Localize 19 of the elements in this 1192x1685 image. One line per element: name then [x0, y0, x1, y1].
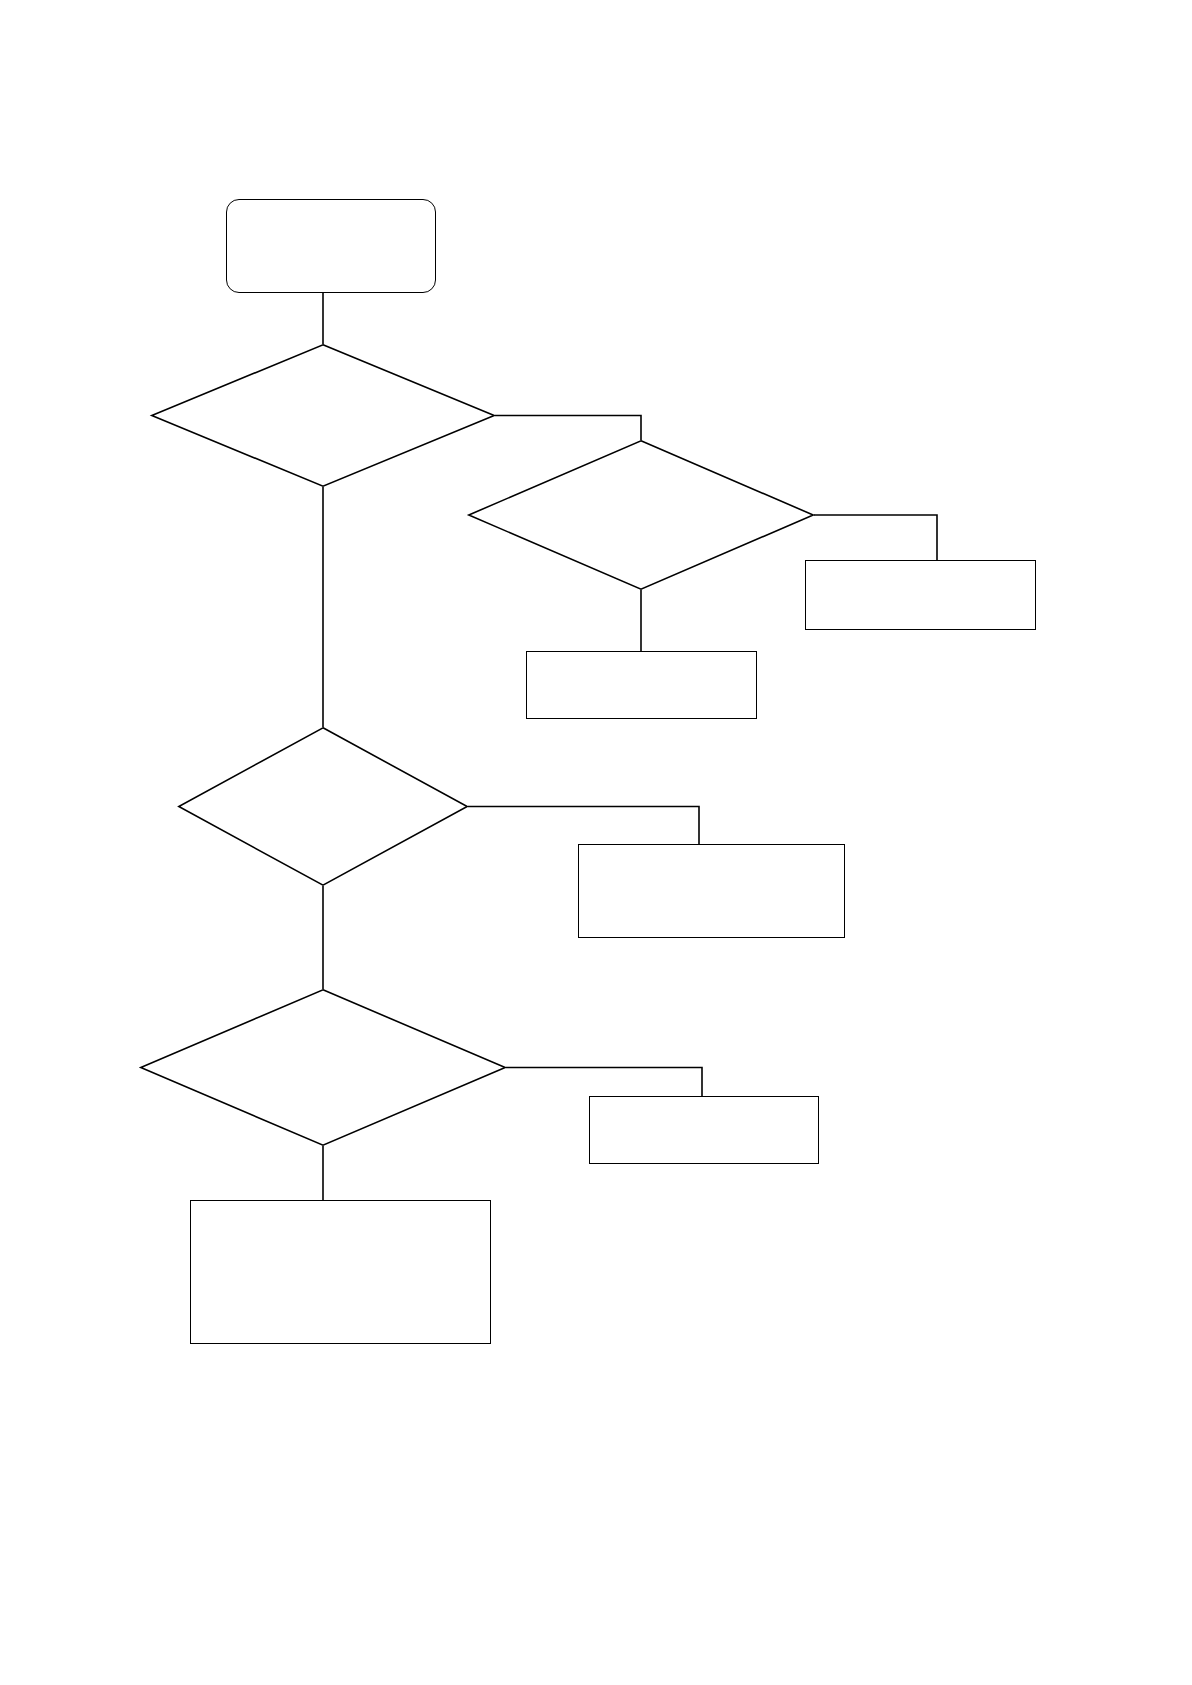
process-box	[589, 1096, 819, 1164]
connector-line	[322, 486, 324, 728]
connector-line	[322, 885, 324, 990]
terminator-box	[226, 199, 436, 293]
decision-diamond	[178, 727, 468, 886]
connector-line	[640, 589, 642, 652]
connector-line	[322, 292, 324, 345]
decision-diamond	[151, 344, 495, 487]
connector-line	[322, 1145, 324, 1201]
process-box	[805, 560, 1036, 630]
process-box	[578, 844, 845, 938]
decision-diamond	[468, 440, 814, 590]
connector-line	[467, 805, 700, 845]
process-box	[526, 651, 757, 719]
connector-line	[505, 1066, 703, 1097]
decision-diamond	[140, 989, 506, 1146]
connector-line	[813, 514, 938, 561]
process-box	[190, 1200, 491, 1344]
connector-line	[494, 414, 642, 441]
